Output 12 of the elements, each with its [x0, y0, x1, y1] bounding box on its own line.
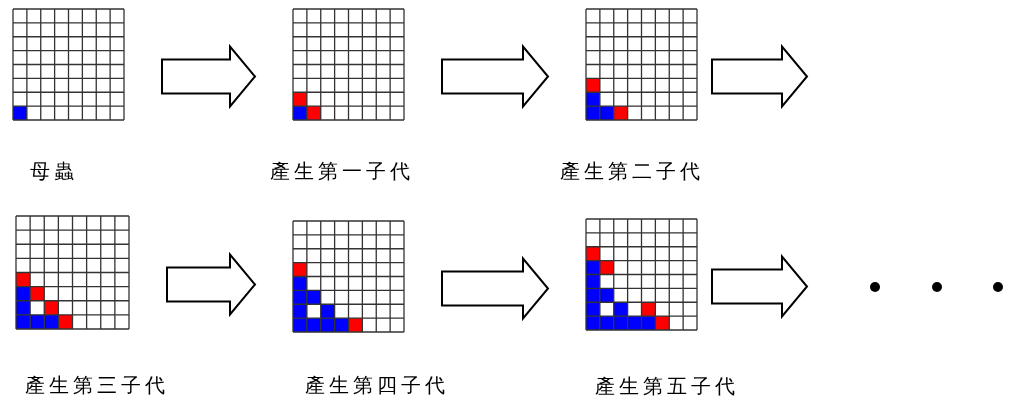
node-label: 產生第二子代 — [560, 158, 704, 185]
node-label: 產生第三子代 — [25, 372, 169, 399]
node-label: 母蟲 — [30, 158, 78, 185]
block-arrow — [711, 43, 809, 110]
block-arrow — [441, 255, 550, 322]
block-arrow — [441, 43, 550, 110]
block-arrow — [161, 43, 257, 110]
block-arrow — [166, 251, 257, 318]
node-label: 產生第五子代 — [595, 373, 739, 400]
node-label: 產生第四子代 — [305, 372, 449, 399]
block-arrow — [711, 253, 809, 320]
node-label: 產生第一子代 — [270, 158, 414, 185]
